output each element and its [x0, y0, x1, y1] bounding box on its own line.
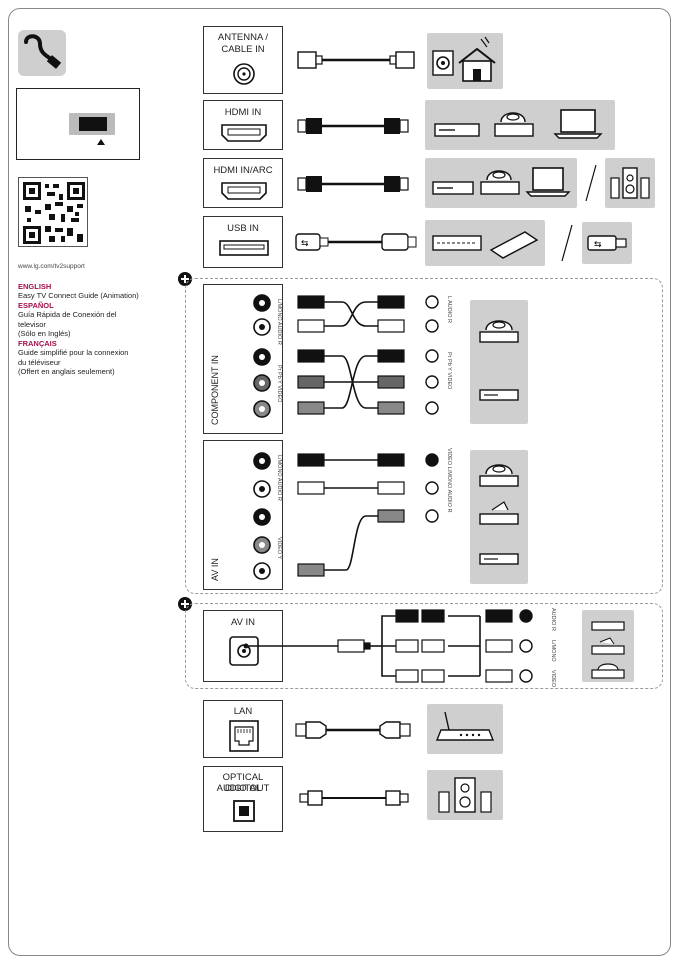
usb-cable: ⇆: [295, 233, 417, 251]
lang-francais-text-3: (Offert en anglais seulement): [18, 367, 115, 376]
antenna-label-1: ANTENNA /: [217, 32, 269, 43]
lang-espanol-heading: ESPAÑOL: [18, 300, 54, 310]
component-jacks: [253, 294, 271, 418]
hdmi-devices-icons: [434, 109, 603, 139]
pointer-arrow-icon: [97, 139, 105, 145]
lang-english-heading: ENGLISH: [18, 281, 52, 291]
hdmi-arc-jack-icon: [221, 182, 267, 200]
optical-jack-icon: [233, 800, 255, 822]
hdmi-arc-label: HDMI IN/ARC: [213, 165, 273, 176]
lan-port-box: LAN: [203, 700, 283, 758]
mini-r-label: AUDIO R: [550, 608, 556, 631]
component-av-section: [185, 278, 663, 594]
qr-code-icon: [23, 182, 85, 244]
mini-l-label: L/MONO: [550, 640, 556, 662]
terminal-shape: [79, 117, 107, 131]
usb-devices-box: [425, 220, 545, 266]
usb-jack-icon: [219, 240, 269, 256]
separator-slash-1: [585, 164, 597, 202]
component-device-audio-label: L AUDIO R: [446, 296, 452, 323]
av-device-jack-label: VIDEO L/MONO AUDIO R: [446, 448, 452, 513]
hdmi-port-box: HDMI IN: [203, 100, 283, 150]
svg-text:⇆: ⇆: [594, 240, 602, 250]
svg-text:⇆: ⇆: [301, 239, 309, 249]
lang-espanol-text-1: Guía Rápida de Conexión del: [18, 310, 117, 319]
lang-francais-heading: FRANÇAIS: [18, 338, 57, 348]
component-devices-icons: [479, 320, 519, 401]
lang-espanol-text-2: televisor: [18, 319, 46, 329]
component-cables: [297, 295, 439, 415]
av-mini-label: AV IN: [230, 617, 256, 628]
usb-label: USB IN: [227, 223, 259, 234]
av-devices-icons: [479, 464, 519, 565]
sound-bar-box: [605, 158, 655, 208]
av-port-box: AV IN L/MONO AUDIO R VIDEO Y: [203, 440, 283, 590]
speaker-system-icon: [610, 167, 650, 199]
hdmi-devices-box: [425, 100, 615, 150]
mini-av-section: [185, 603, 663, 689]
mini-av-cable: [243, 609, 533, 683]
lang-francais-text-1: Guide simplifié pour la connexion: [18, 348, 129, 357]
mini-av-devices-box: [582, 610, 634, 682]
hdmi-cable-2: [297, 176, 409, 192]
lan-device-box: [427, 704, 503, 754]
cable-icon-box: [18, 30, 66, 76]
hdmi-arc-port-box: HDMI IN/ARC: [203, 158, 283, 208]
optical-label-1: OPTICAL DIGITAL: [222, 772, 264, 794]
optical-device-box: [427, 770, 503, 820]
lan-cable: [295, 721, 411, 739]
lang-espanol-text-3: (Sólo en Inglés): [18, 329, 71, 338]
ethernet-jack-icon: [229, 720, 259, 752]
antenna-port-box: ANTENNA / CABLE IN: [203, 26, 283, 94]
component-device-video-label: Pr Pb Y VIDEO: [446, 352, 452, 390]
mini-av-devices-icons: [591, 621, 625, 679]
qr-code: [18, 177, 88, 247]
router-icon: [435, 711, 495, 741]
component-port-box: COMPONENT IN L/MONO AUDIO R Pr Pb Y VIDE…: [203, 284, 283, 434]
guide-sheet: [8, 8, 671, 956]
lan-label: LAN: [233, 706, 253, 717]
av-jacks: [253, 452, 271, 580]
component-devices-box: [470, 300, 528, 424]
coax-cable: [297, 51, 415, 69]
hdmi-jack-icon: [221, 124, 267, 142]
coax-jack-icon: [233, 63, 255, 85]
antenna-device-box: [427, 33, 503, 89]
usb-storage-icons: [432, 231, 539, 259]
power-cable-icon: [24, 34, 62, 69]
optical-cable: [299, 790, 409, 806]
usb-stick-icon: ⇆: [587, 235, 627, 251]
hdmi-cable-1: [297, 118, 409, 134]
antenna-label-2: CABLE IN: [221, 44, 265, 55]
lang-english-text: Easy TV Connect Guide (Animation): [18, 291, 139, 300]
hdmi-arc-devices-icons: [432, 167, 571, 197]
separator-slash-2: [561, 224, 573, 262]
usb-stick-box: ⇆: [582, 222, 632, 264]
tv-rear-illustration: [16, 88, 140, 160]
av-cables: [297, 453, 439, 577]
mini-v-label: VIDEO: [550, 670, 556, 688]
support-url[interactable]: www.lg.com/tv2support: [18, 263, 85, 270]
home-theater-icon: [438, 777, 492, 813]
usb-port-box: USB IN: [203, 216, 283, 268]
av-devices-box: [470, 450, 528, 584]
house-antenna-icon: [432, 36, 496, 82]
hdmi-arc-devices-box: [425, 158, 577, 208]
lang-francais-text-2: du téléviseur: [18, 357, 61, 367]
optical-label-2: AUDIO OUT: [216, 783, 270, 794]
hdmi-label: HDMI IN: [224, 107, 262, 118]
optical-port-box: OPTICAL DIGITAL AUDIO OUT: [203, 766, 283, 832]
